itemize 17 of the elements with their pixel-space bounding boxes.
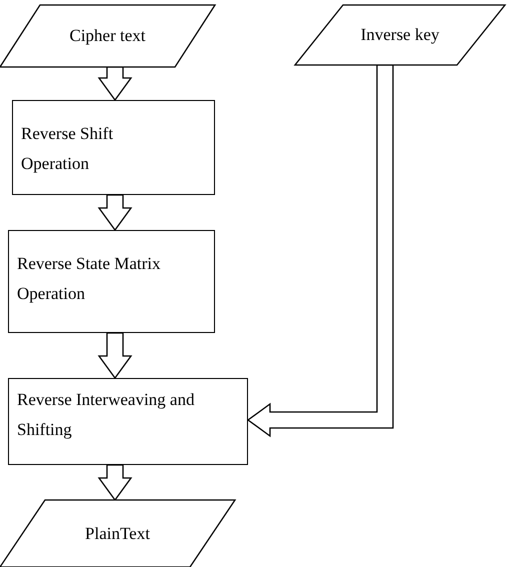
process-box: [8, 230, 215, 333]
process-box: [8, 378, 248, 465]
hollow-arrow: [98, 194, 132, 232]
hollow-arrow: [98, 66, 132, 102]
node-label: PlainText: [84, 522, 151, 544]
hollow-arrow: [98, 464, 132, 502]
process-box: [12, 100, 215, 195]
node-label: Reverse Interweaving and Shifting: [17, 389, 196, 441]
input-output-shape: [0, 5, 215, 67]
hollow-arrow: [98, 332, 132, 380]
node-label: Inverse key: [360, 24, 440, 46]
node-label: Reverse State Matrix Operation: [17, 253, 162, 305]
node-label: Reverse Shift Operation: [21, 123, 114, 175]
input-output-shape: [295, 5, 505, 65]
hollow-arrow: [246, 64, 394, 438]
input-output-shape: [0, 500, 235, 567]
node-label: Cipher text: [68, 25, 146, 47]
